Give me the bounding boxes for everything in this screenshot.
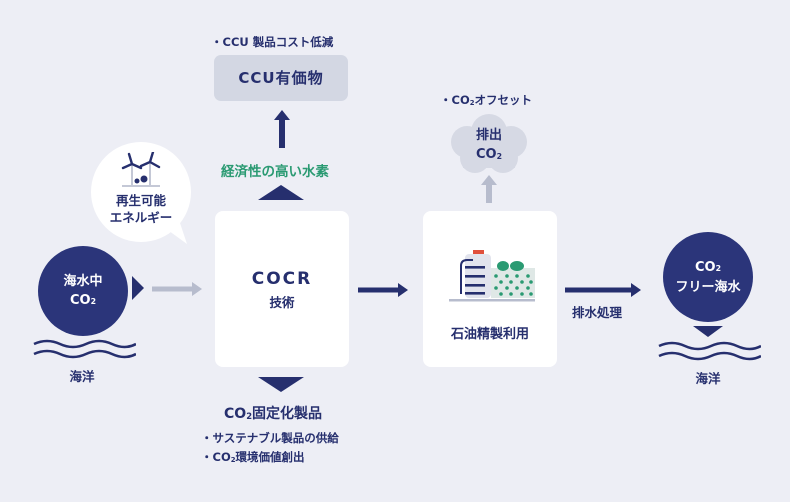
fixation-bullet-2: ・CO2環境価値創出 [201, 450, 305, 464]
cloud-shape [451, 114, 527, 173]
arrow-up-gray-icon [481, 175, 497, 203]
wave-icon [658, 341, 761, 361]
ccu-box-label: CCU有価物 [238, 69, 324, 87]
triangle-right-icon [132, 276, 144, 300]
cocr-subtitle: 技術 [269, 295, 295, 310]
renewable-energy-label: 再生可能 エネルギー [95, 192, 187, 226]
co2free-line1: CO2 [694, 259, 722, 275]
refinery-card: 石油精製利用 [423, 211, 557, 367]
emission-cloud-label: 排出 CO2 [443, 126, 535, 165]
cocr-title: COCR [251, 269, 313, 289]
seawater-co2-circle: 海水中 CO2 [38, 246, 128, 336]
drainage-label: 排水処理 [572, 305, 623, 320]
hydrogen-label: 経済性の高い水素 [221, 164, 329, 180]
arrow-right-gray-icon [152, 282, 202, 296]
emission-line2: CO2 [475, 147, 503, 162]
ccu-note: ・CCU 製品コスト低減 [211, 35, 334, 49]
wind-turbine-icon [121, 152, 161, 187]
co2-free-seawater-circle: CO2 フリー海水 [663, 232, 753, 322]
arrow-right-icon [358, 283, 408, 297]
renewable-line1: 再生可能 [115, 193, 166, 208]
seawater-line1: 海水中 [63, 273, 103, 289]
co2-offset-note: ・CO2オフセット [440, 93, 533, 107]
arrow-up-to-ccu-icon [274, 110, 290, 148]
triangle-down-small-icon [693, 326, 723, 337]
renewable-line2: エネルギー [109, 210, 173, 225]
triangle-down-icon [258, 377, 304, 392]
refinery-plant-icon [449, 250, 535, 302]
seawater-line2: CO2 [69, 292, 97, 308]
ocean-label-left: 海洋 [69, 369, 95, 384]
arrow-right-drainage-icon [565, 283, 641, 297]
co2free-line2: フリー海水 [675, 279, 741, 295]
fixation-title: CO2固定化製品 [224, 406, 323, 422]
cocr-technology-card: COCR 技術 [215, 211, 349, 367]
triangle-up-icon [258, 185, 304, 200]
refinery-label: 石油精製利用 [450, 327, 529, 342]
fixation-bullet-1: ・サステナブル製品の供給 [201, 431, 339, 445]
emission-line1: 排出 [475, 128, 502, 143]
ccu-valuables-box: CCU有価物 [214, 55, 348, 101]
renewable-bubble-shape [91, 142, 191, 244]
ocean-label-right: 海洋 [695, 371, 721, 386]
wave-icon [33, 339, 136, 359]
